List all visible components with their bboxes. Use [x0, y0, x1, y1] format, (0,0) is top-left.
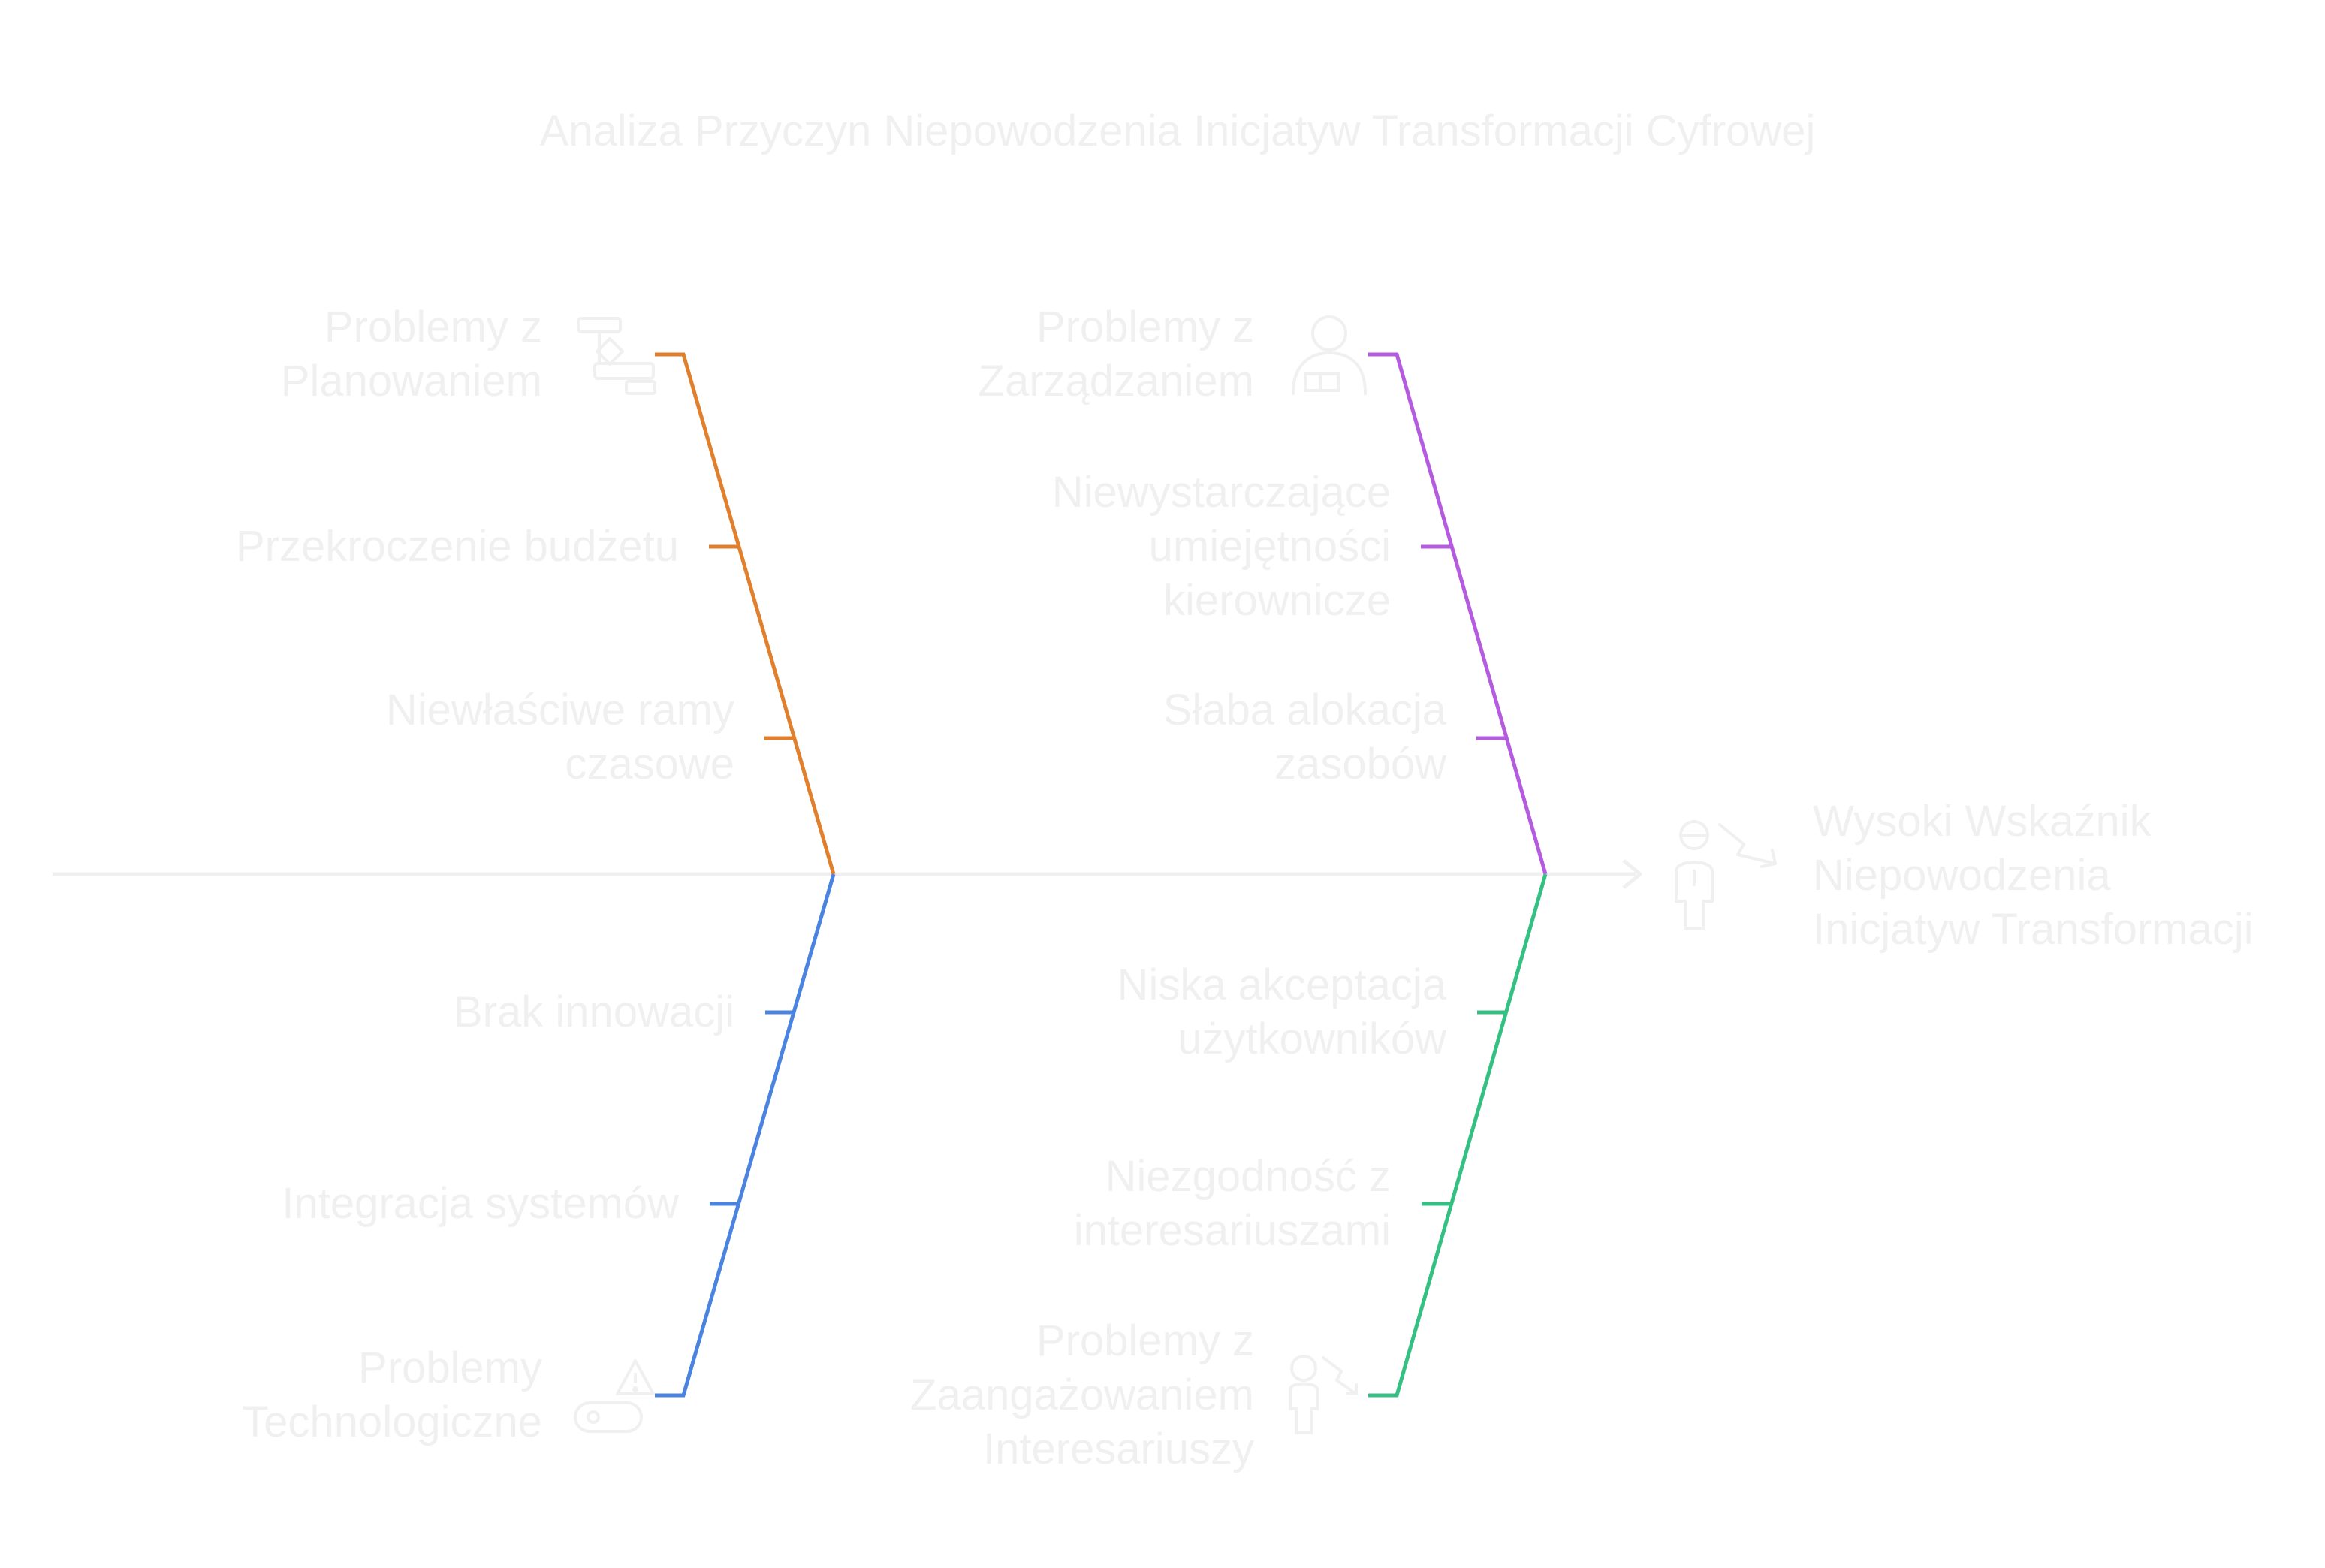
bone-technology-line: [655, 873, 836, 1398]
bone-technology: [655, 873, 836, 1398]
cause-planning-1: Przekroczenie budżetu: [236, 522, 679, 571]
category-label-planning: Problemy z Planowaniem: [280, 303, 542, 406]
bone-planning-line: [655, 352, 836, 875]
category-label-technology: Problemy Technologiczne: [242, 1343, 542, 1446]
diagram-title: Analiza Przyczyn Niepowodzenia Inicjatyw…: [539, 107, 1816, 155]
warning-device-icon: [574, 1359, 655, 1433]
cause-stakeholders-1: Niska akceptacja użytkowników: [1117, 960, 1446, 1063]
cause-technology-2: Integracja systemów: [282, 1179, 679, 1228]
cause-management-1: Niewystarczające umiejętności kierownicz…: [1051, 468, 1391, 625]
bone-stakeholders-line: [1368, 873, 1548, 1398]
effect-label: Wysoki Wskaźnik Niepowodzenia Inicjatyw …: [1813, 797, 2254, 954]
bone-planning: [655, 352, 836, 875]
cause-planning-2: Niewłaściwe ramy czasowe: [385, 686, 734, 789]
cause-technology-1: Brak innowacji: [454, 988, 734, 1036]
category-label-management: Problemy z Zarządzaniem: [978, 303, 1254, 406]
disengaged-person-icon: [1289, 1355, 1358, 1434]
manager-icon: [1292, 315, 1367, 395]
cause-stakeholders-2: Niezgodność z interesariuszami: [1073, 1152, 1391, 1255]
bone-management: [1368, 352, 1548, 875]
bone-management-line: [1368, 352, 1548, 875]
bone-stakeholders: [1368, 873, 1548, 1398]
declining-person-icon: [1675, 820, 1777, 930]
category-label-stakeholders: Problemy z Zaangażowaniem Interesariuszy: [910, 1316, 1254, 1473]
planning-icon: [577, 317, 656, 395]
cause-management-2: Słaba alokacja zasobów: [1162, 686, 1446, 789]
spine-arrowhead: [1622, 859, 1642, 889]
